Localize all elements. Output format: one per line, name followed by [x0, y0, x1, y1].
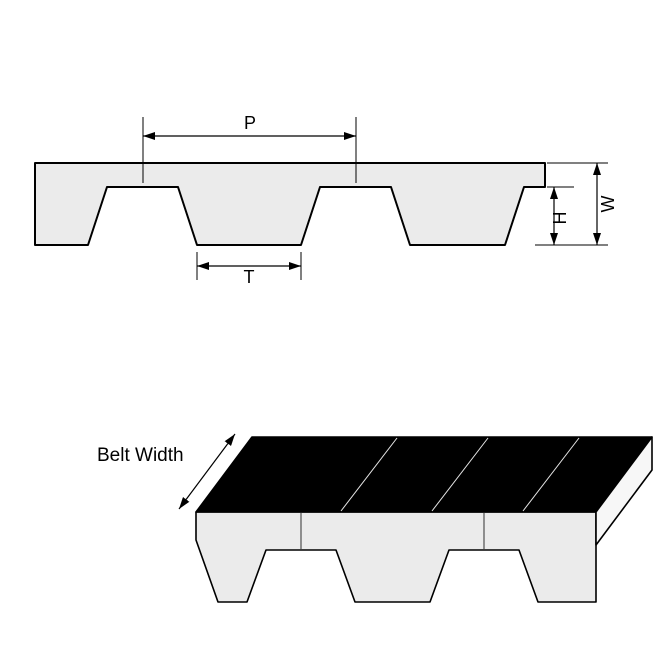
tooth-height-label: H	[550, 212, 570, 225]
top-surface-tooth-line-1	[340, 437, 398, 512]
dimension-belt-thickness: W	[535, 162, 618, 246]
top-surface-tooth-line-2	[431, 437, 489, 512]
dimension-belt-width: Belt Width	[97, 433, 236, 510]
dimension-tooth-height: H	[547, 186, 574, 245]
tooth-width-label: T	[244, 267, 255, 287]
belt-front-face	[195, 511, 597, 603]
belt-thickness-label: W	[598, 196, 618, 213]
belt-width-label: Belt Width	[97, 445, 184, 466]
belt-3d-view	[195, 436, 653, 603]
belt-cross-section	[34, 162, 546, 246]
dimension-tooth-width: T	[196, 252, 302, 287]
belt-width-arrow	[178, 433, 236, 510]
belt-top-surface	[195, 436, 653, 513]
belt-profile-outline	[34, 162, 546, 246]
belt-end-face	[595, 436, 653, 546]
top-surface-tooth-line-3	[522, 437, 580, 512]
pitch-label: P	[244, 113, 256, 133]
dimension-pitch: P	[142, 113, 357, 183]
